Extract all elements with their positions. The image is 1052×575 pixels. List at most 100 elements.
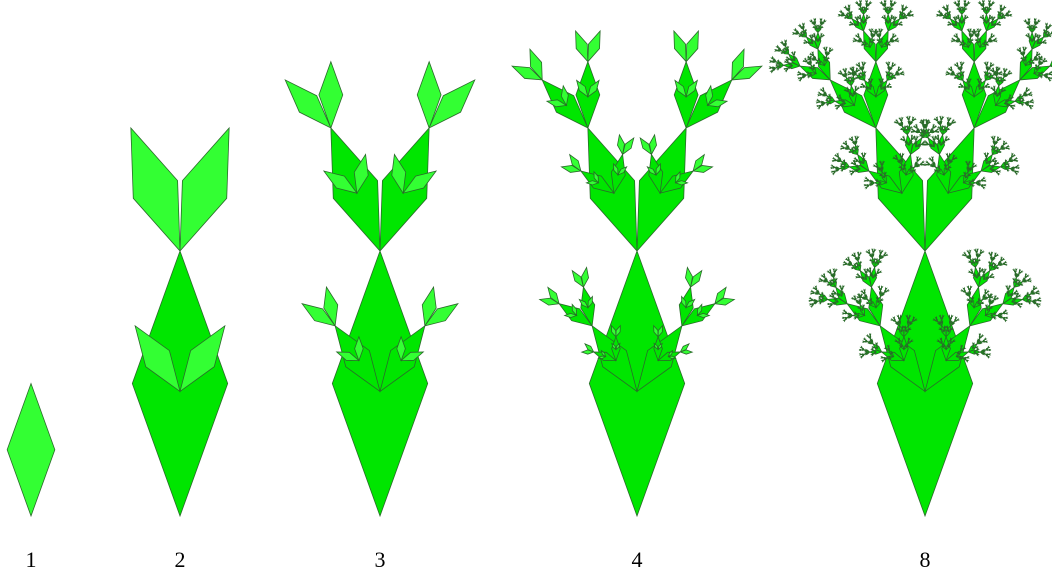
leaf-segment (639, 136, 653, 156)
stage-label-4: 4 (631, 547, 643, 572)
leaf-segment (674, 180, 689, 186)
leaf-segment (886, 6, 889, 10)
leaf-segment (615, 324, 621, 338)
leaf-segment (823, 279, 827, 283)
leaf-segment (862, 158, 866, 162)
leaf-segment (854, 22, 857, 26)
leaf-segment (1037, 67, 1042, 69)
leaf-segment (880, 356, 884, 359)
leaf-segment (904, 6, 909, 9)
leaf-segment (771, 55, 774, 60)
leaf-segment (876, 257, 878, 262)
leaf-segment (977, 339, 981, 342)
leaf-segment (768, 60, 773, 63)
leaf-segment (1021, 100, 1026, 102)
leaf-segment (396, 335, 406, 362)
leaf-segment (673, 29, 687, 63)
leaf-segment (985, 158, 989, 162)
leaf-segment (818, 295, 822, 298)
leaf-segment (679, 349, 694, 355)
leaf-segment (941, 142, 946, 144)
leaf-segment (962, 253, 965, 256)
leaf-segment (844, 88, 847, 92)
leaf-segment (888, 20, 892, 22)
leaf-segment (850, 10, 853, 14)
leaf-segment (1007, 290, 1010, 295)
leaf-segment (818, 57, 821, 62)
leaf-segment (714, 286, 727, 305)
leaf-segment (957, 72, 959, 77)
leaf-segment (864, 288, 866, 293)
leaf-segment (885, 39, 889, 43)
leaf-segment (817, 289, 819, 294)
leaf-segment (901, 343, 903, 348)
leaf-segment (923, 128, 926, 133)
leaf-segment (840, 163, 844, 165)
leaf-segment (930, 129, 934, 131)
leaf-segment (611, 342, 617, 351)
leaf-segment (843, 73, 845, 77)
leaf-segment (829, 294, 832, 298)
leaf-segment (840, 169, 844, 171)
leaf-segment (972, 258, 975, 262)
leaf-segment (994, 160, 998, 163)
leaf-segment (909, 122, 914, 124)
leaf-segment (131, 249, 229, 518)
leaf-segment (964, 2, 967, 6)
leaf-segment (1034, 32, 1037, 36)
leaf-segment (908, 337, 911, 341)
leaf-segment (939, 327, 942, 331)
leaf-segment (881, 78, 885, 82)
leaf-segment (974, 347, 979, 349)
leaf-segment (830, 292, 835, 295)
leaf-segment (1024, 94, 1029, 97)
leaf-segment (813, 298, 817, 302)
leaf-segment (884, 252, 887, 255)
leaf-segment (992, 24, 997, 26)
leaf-segment (844, 78, 847, 82)
leaf-segment (1040, 75, 1042, 79)
leaf-segment (1028, 301, 1031, 305)
leaf-segment (922, 129, 924, 134)
leaf-segment (811, 33, 814, 37)
leaf-segment (899, 152, 902, 157)
leaf-segment (854, 294, 856, 299)
leaf-segment (876, 249, 974, 518)
leaf-segment (1022, 51, 1026, 55)
leaf-segment (1029, 58, 1033, 61)
leaf-segment (815, 36, 818, 41)
leaf-segment (1004, 263, 1008, 266)
leaf-segment (978, 29, 982, 32)
leaf-segment (958, 0, 960, 4)
leaf-segment (878, 285, 881, 289)
leaf-segment (953, 76, 958, 79)
leaf-segment (1030, 291, 1035, 293)
leaf-segment (899, 315, 903, 318)
leaf-segment (802, 72, 805, 76)
leaf-segment (927, 128, 931, 132)
stage-label-8: 8 (919, 547, 931, 572)
leaf-segment (876, 341, 878, 346)
leaf-segment (822, 20, 827, 23)
leaf-segment (895, 154, 898, 158)
leaf-segment (966, 160, 968, 165)
leaf-segment (991, 166, 996, 168)
leaf-segment (731, 48, 745, 82)
leaf-segment (941, 320, 944, 324)
leaf-segment (852, 160, 857, 162)
leaf-segment (843, 158, 846, 163)
leaf-segment (890, 350, 893, 355)
leaf-segment (825, 97, 830, 100)
leaf-segment (843, 308, 846, 313)
leaf-segment (797, 70, 801, 74)
leaf-segment (771, 66, 775, 69)
leaf-segment (975, 32, 978, 37)
leaf-segment (956, 7, 960, 11)
leaf-segment (871, 253, 875, 257)
leaf-segment (820, 88, 823, 92)
leaf-segment (894, 121, 897, 124)
leaf-segment (968, 270, 972, 274)
leaf-segment (959, 43, 963, 46)
leaf-segment (980, 302, 985, 305)
leaf-segment (1039, 62, 1044, 65)
